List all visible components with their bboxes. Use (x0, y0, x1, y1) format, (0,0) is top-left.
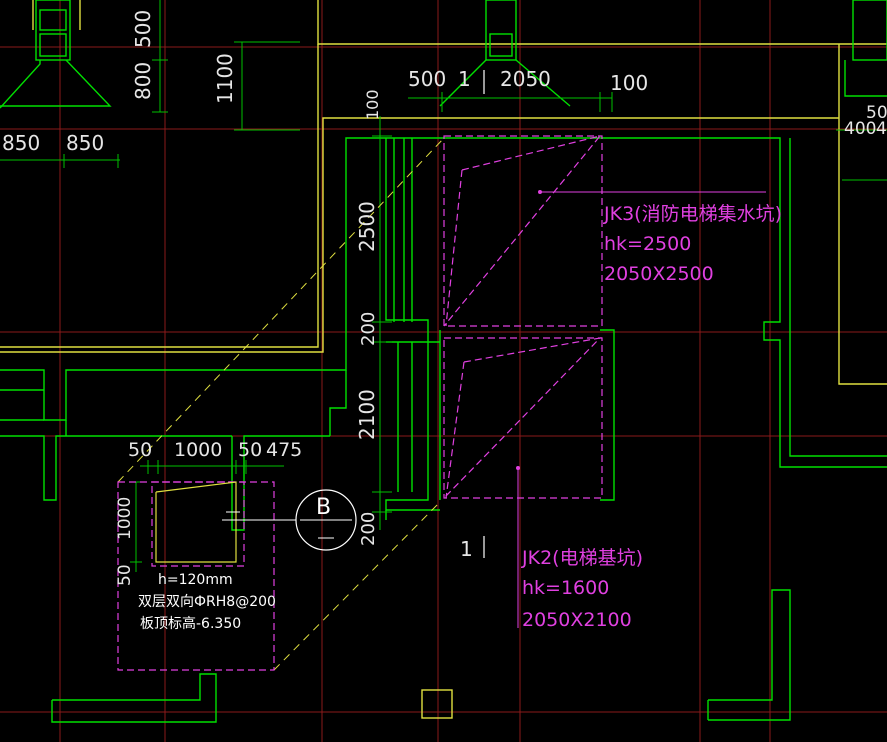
dim-2050: 2050 (500, 67, 551, 91)
jk2-depth: hk=1600 (522, 577, 609, 599)
pit-jk3 (443, 134, 603, 327)
jk3-name: JK3(消防电梯集水坑) (603, 203, 782, 225)
detail-dim-v1000: 1000 (115, 497, 135, 540)
dimension-lines (0, 0, 887, 572)
pit-detail-outline (117, 481, 275, 671)
dim-1100: 1100 (213, 53, 237, 104)
dim-4-right: 4 (876, 119, 887, 139)
detail-dim-475: 475 (266, 439, 302, 461)
detail-leader-lines (117, 137, 445, 671)
detail-dim-50: 50 (128, 439, 152, 461)
dim-200-a: 200 (358, 312, 379, 346)
dim-850-a: 850 (2, 131, 40, 155)
detail-dim-50b: 50 (238, 439, 262, 461)
pit-detail-inner (155, 481, 237, 563)
callout-label: B (316, 495, 331, 520)
dim-100-top: 100 (610, 71, 648, 95)
dim-850-b: 850 (66, 131, 104, 155)
section-mark-top: 1 (458, 67, 471, 91)
jk2-size: 2050X2100 (522, 609, 632, 631)
dim-800: 800 (131, 62, 155, 100)
detail-elev: 板顶标高-6.350 (140, 615, 241, 632)
callout-circle (295, 489, 357, 551)
dim-200-b: 200 (358, 512, 379, 546)
dim-2500: 2500 (355, 201, 379, 252)
detail-rebar: 双层双向ФRH8@200 (138, 594, 276, 610)
dim-2100: 2100 (355, 389, 379, 440)
dim-100-left: 100 (363, 89, 382, 120)
pit-jk2 (443, 337, 603, 499)
jk3-size: 2050X2500 (604, 263, 714, 285)
detail-dim-v50: 50 (115, 564, 135, 586)
dim-50-right: 50 (866, 103, 887, 123)
dim-500-top: 500 (131, 10, 155, 48)
dim-400-right: 400 (844, 119, 876, 139)
detail-h: h=120mm (158, 572, 233, 588)
section-mark-bottom: 1 (460, 537, 473, 561)
jk3-depth: hk=2500 (604, 233, 691, 255)
wall-outlines (0, 0, 887, 723)
detail-callout[interactable] (222, 489, 357, 551)
detail-dim-1000: 1000 (174, 439, 222, 461)
pit-leaders (516, 190, 766, 628)
beam-lines (0, 0, 887, 719)
jk2-name: JK2(电梯基坑) (521, 547, 643, 569)
dim-500-mid: 500 (408, 67, 446, 91)
